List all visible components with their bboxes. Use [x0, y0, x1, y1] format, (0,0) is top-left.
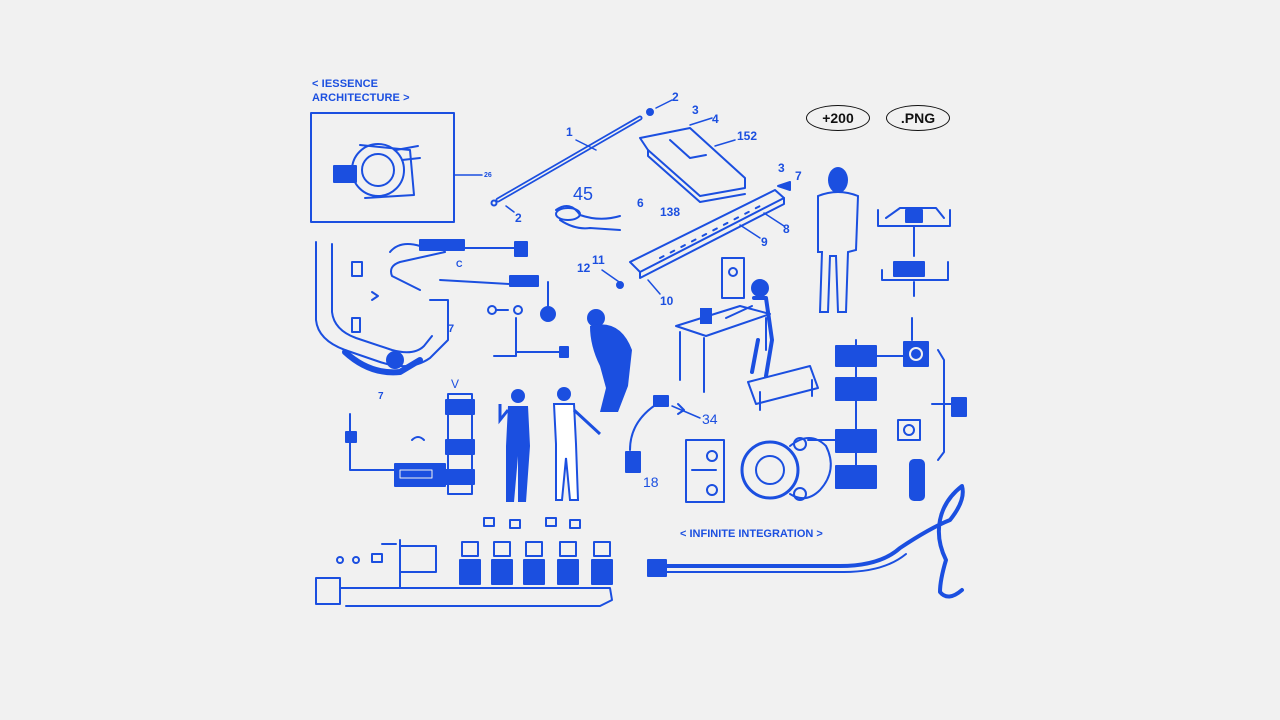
rod-part: [490, 99, 673, 213]
person-right: [552, 387, 602, 501]
callout-45: 45: [573, 184, 594, 204]
workbench-scene: [675, 257, 819, 411]
cable-part: [555, 205, 621, 231]
infinite-integration-label: < INFINITE INTEGRATION >: [680, 528, 823, 540]
bending-figure: [587, 309, 632, 412]
callout-2b: 2: [515, 211, 522, 225]
worker-figure: [700, 308, 712, 324]
callout-7c: 7: [378, 391, 384, 402]
callout-7: 7: [795, 169, 802, 183]
person-left: [498, 389, 530, 502]
callout-18: 18: [643, 474, 659, 490]
curved-pipe: [647, 484, 965, 599]
callout-1: 1: [566, 125, 573, 139]
motor-frame-illustration: [310, 112, 483, 223]
callout-3a: 3: [692, 103, 699, 117]
callout-12: 12: [577, 261, 591, 275]
callout-11: 11: [592, 253, 605, 267]
callout-4: 4: [712, 112, 719, 126]
bottom-assembly: [315, 517, 613, 607]
cover-plate-part: [639, 117, 746, 203]
title-line-1: < IESSENCE: [312, 78, 379, 90]
plug-cable: [625, 395, 701, 473]
format-badge: .PNG: [886, 105, 950, 131]
title-line-2: ARCHITECTURE >: [312, 92, 410, 104]
callout-26: 26: [484, 172, 492, 179]
callout-6: 6: [637, 196, 644, 210]
callout-9: 9: [761, 235, 768, 249]
callout-34: 34: [702, 411, 718, 427]
module-stack: [807, 317, 967, 501]
spindle-part: [685, 437, 832, 503]
callout-138: 138: [660, 205, 681, 219]
count-badge: +200: [806, 105, 870, 131]
robot-arm-left: [315, 239, 539, 376]
callout-3b: 3: [778, 161, 785, 175]
collection-title: < IESSENCE ARCHITECTURE >: [312, 77, 410, 105]
callout-7b: 7: [448, 323, 455, 335]
callout-8: 8: [783, 222, 790, 236]
callout-v: V: [451, 377, 460, 391]
rail-part: [601, 181, 791, 295]
clamp-parts: [877, 207, 951, 297]
hydraulic-actuator: [345, 393, 475, 495]
callout-c: C: [456, 259, 463, 269]
callout-10: 10: [660, 294, 674, 308]
callout-2a: 2: [672, 90, 679, 104]
standing-figure: [817, 167, 860, 313]
callout-152: 152: [737, 129, 758, 143]
small-hardware: [487, 281, 569, 358]
